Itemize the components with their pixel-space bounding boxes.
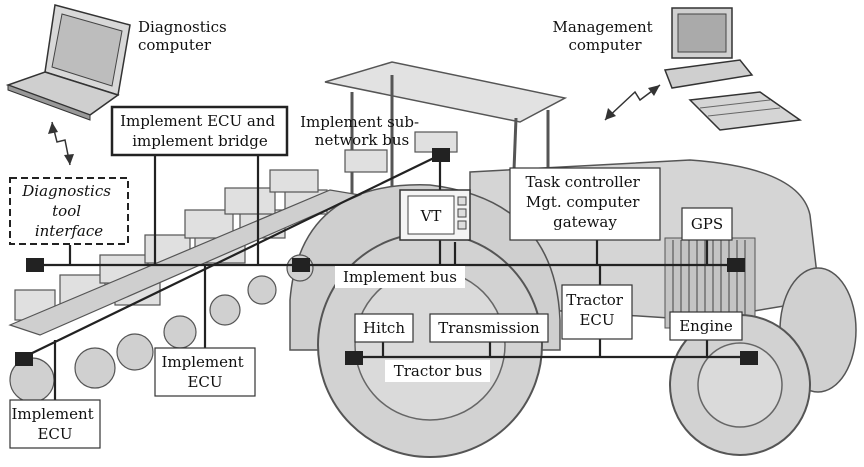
svg-text:Engine: Engine [679,317,733,335]
svg-text:Implement ECU: Implement ECU [12,405,99,443]
task-controller-box: Task controller Mgt. computer gateway [509,167,661,241]
svg-text:Hitch: Hitch [363,319,405,337]
virtual-terminal: VT [399,189,471,241]
gps-box: GPS [681,207,733,241]
management-wireless-link [604,84,661,121]
diagnostics-laptop-icon [5,4,131,121]
tractor-illustration [289,61,857,458]
implement-subnetwork-bus-label: Implement sub- network bus [300,113,424,149]
diagnostics-tool-interface-box: Diagnostics tool interface [9,177,129,245]
implement-ecu-left-box: Implement ECU [9,399,101,449]
vt-label: VT [420,207,442,225]
svg-text:Implement bus: Implement bus [343,268,457,286]
transmission-box: Transmission [429,313,549,343]
bus-lines [21,154,752,402]
front-wheel [669,314,811,456]
diagnostics-computer-label: Diagnostics computer [138,18,231,54]
svg-text:Diagnostics tool i: Diagnostics tool interface [21,182,115,240]
svg-text:Transmission: Transmission [438,319,540,337]
implement-bus-label-box: Implement bus [335,266,465,288]
svg-text:Implement ECU and implem: Implement ECU and implement bridge [120,112,280,150]
svg-text:Tractor ECU: Tractor ECU [566,291,628,329]
management-computer-label: Management computer [553,18,658,54]
engine-box: Engine [669,311,743,341]
svg-text:GPS: GPS [691,215,723,233]
management-computer-icon [663,7,803,131]
bus-connectors [15,148,758,366]
tractor-bus-label-box: Tractor bus [385,360,490,382]
tractor-ecu-box: Tractor ECU [561,284,633,340]
implement-ecu-bridge-box: Implement ECU and implement bridge [110,105,289,157]
implement-ecu-middle-box: Implement ECU [154,347,256,397]
planter-implement [8,131,458,403]
svg-text:Implement ECU: Implement ECU [162,353,249,391]
svg-text:Task controller Mgt. com: Task controller Mgt. computer gateway [525,173,644,231]
rear-wheel [317,232,543,458]
hitch-box: Hitch [354,313,414,343]
svg-text:Tractor bus: Tractor bus [394,362,482,380]
